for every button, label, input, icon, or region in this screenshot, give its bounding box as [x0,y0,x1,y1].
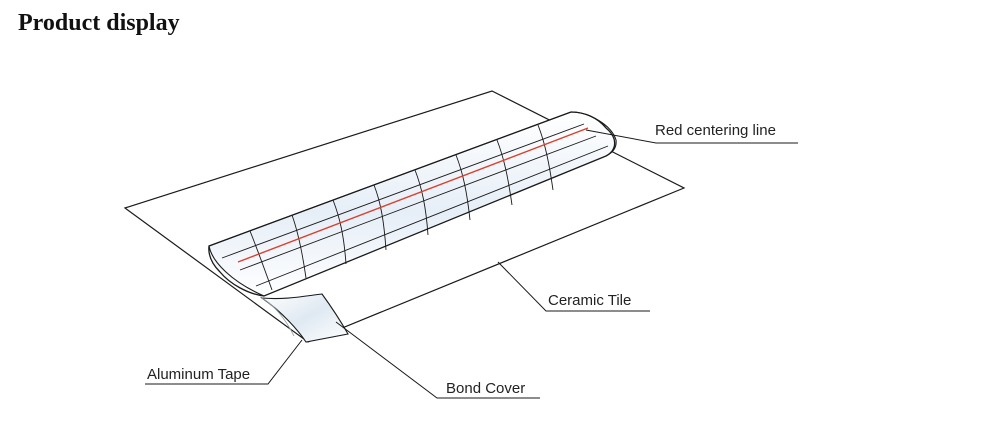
red-centering-line [237,127,589,263]
leader-lines [145,129,798,399]
page-title: Product display [18,10,180,36]
leader-bond-cover [335,321,540,399]
tile-top-edge-back [208,111,572,247]
label-bond-cover: Bond Cover [446,380,525,397]
aluminum-tape-peel [260,293,349,343]
label-ceramic-tile: Ceramic Tile [548,292,631,309]
tile-top-edge-mid [221,123,585,259]
tile-end-cap-right [570,111,617,157]
tile-segment-joints [249,124,554,291]
leader-red-centering-line [585,129,798,144]
tile-end-cap-left [208,245,265,297]
leader-aluminum-tape [145,339,303,385]
leader-ceramic-tile [497,261,650,312]
label-aluminum-tape: Aluminum Tape [147,366,250,383]
label-red-centering-line: Red centering line [655,122,776,139]
aluminum-tape-curl [261,297,295,337]
tile-top-edge-front [239,135,597,271]
